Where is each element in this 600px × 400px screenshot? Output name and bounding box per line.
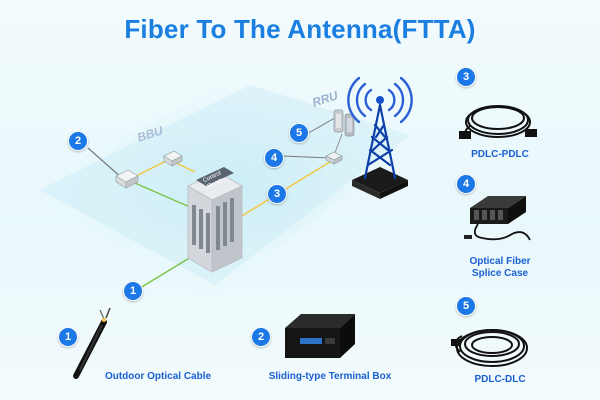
splice-case-image (464, 196, 531, 241)
rru-unit (333, 109, 355, 137)
product-2-label: Sliding-type Terminal Box (268, 371, 392, 382)
product-1-label: Outdoor Optical Cable (104, 371, 212, 382)
product-5-badge: 5 (456, 296, 476, 316)
product-3-label: PDLC-PDLC (471, 149, 529, 160)
pdlc-pdlc-image (459, 105, 537, 139)
fiber-outdoor (139, 253, 197, 289)
product-1-badge: 1 (58, 327, 78, 347)
marker-5: 5 (289, 123, 309, 143)
outdoor-cable-image (73, 307, 111, 379)
bbu-unit-2 (163, 150, 183, 167)
bbu-unit (115, 169, 139, 189)
product-5-label: PDLC-DLC (474, 374, 526, 385)
marker-3: 3 (267, 184, 287, 204)
marker-2: 2 (68, 131, 88, 151)
pdlc-dlc-image (451, 329, 528, 367)
control-room-building (187, 167, 243, 273)
antenna-tower (347, 76, 413, 199)
cable-2 (87, 147, 123, 179)
terminal-box-image (285, 314, 355, 358)
splice-node (325, 151, 343, 165)
cable-4 (281, 155, 331, 159)
fiber-bbu-down (127, 179, 193, 209)
marker-1: 1 (123, 281, 143, 301)
product-4-label-line1: Optical Fiber (469, 256, 531, 267)
product-2-badge: 2 (251, 327, 271, 347)
marker-4: 4 (264, 148, 284, 168)
product-4-badge: 4 (456, 174, 476, 194)
product-4-label-line2: Splice Case (471, 268, 529, 279)
page-title: Fiber To The Antenna(FTTA) (124, 14, 476, 44)
product-3-badge: 3 (456, 67, 476, 87)
